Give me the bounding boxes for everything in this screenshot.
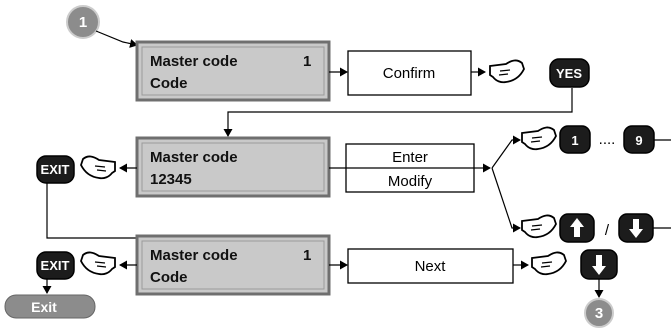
lcd3-number: 1 (303, 247, 311, 264)
step-1-number: 1 (79, 14, 87, 31)
step-1-marker: 1 (66, 5, 100, 39)
arrow-down-icon (629, 219, 643, 238)
digit-key-9-label: 9 (635, 133, 642, 148)
exit-key-2[interactable]: EXIT (36, 251, 75, 280)
exit-key-1-label: EXIT (41, 162, 70, 177)
pointing-hand-icon (531, 251, 567, 276)
key-separator-slash: / (605, 222, 610, 239)
lcd3-line1: Master code (150, 247, 238, 264)
yes-key[interactable]: YES (549, 58, 590, 88)
exit-state-label: Exit (31, 299, 57, 315)
enter-modify-box: Enter Modify (345, 143, 475, 193)
confirm-action-box: Confirm (347, 50, 472, 96)
arrow-yes-to-lcd2 (223, 88, 573, 137)
digit-range-ellipsis: .... (599, 131, 616, 148)
lcd-display-3: Master code Code 1 (135, 234, 331, 296)
pointing-hand-icon (521, 126, 557, 151)
branch-digit-keys (491, 135, 521, 169)
arrow-down-icon (592, 255, 606, 275)
step-3-number: 3 (595, 305, 603, 322)
next-down-key[interactable] (580, 249, 618, 280)
confirm-label: Confirm (383, 65, 436, 82)
lcd1-line1: Master code (150, 53, 238, 70)
exit-key-1[interactable]: EXIT (36, 155, 75, 184)
down-arrow-key[interactable] (618, 213, 654, 243)
branch-arrow-keys (491, 167, 521, 233)
arrow-up-icon (570, 218, 584, 237)
pointing-hand-icon (521, 214, 557, 239)
step-3-marker: 3 (584, 298, 614, 328)
digit-key-1-label: 1 (571, 133, 578, 148)
digit-key-9[interactable]: 9 (623, 125, 655, 154)
exit-key-2-label: EXIT (41, 258, 70, 273)
yes-key-label: YES (556, 66, 582, 81)
next-label: Next (415, 258, 447, 275)
pointing-hand-icon (80, 155, 116, 180)
next-action-box: Next (347, 248, 514, 284)
up-arrow-key[interactable] (559, 213, 595, 243)
digit-key-1[interactable]: 1 (559, 125, 591, 154)
pointing-hand-icon (80, 251, 116, 276)
lcd2-line2: 12345 (150, 171, 192, 188)
exit-state-box: Exit (4, 294, 96, 319)
lcd-display-2: Master code 12345 (135, 136, 331, 198)
pointing-hand-icon (489, 59, 525, 84)
lcd-display-1: Master code Code 1 (135, 40, 331, 102)
lcd1-line2: Code (150, 75, 188, 92)
lcd3-line2: Code (150, 269, 188, 286)
enter-label: Enter (392, 149, 428, 166)
modify-label: Modify (388, 173, 433, 190)
arrow-start-to-lcd1 (95, 30, 138, 48)
lcd1-number: 1 (303, 53, 311, 70)
lcd2-line1: Master code (150, 149, 238, 166)
